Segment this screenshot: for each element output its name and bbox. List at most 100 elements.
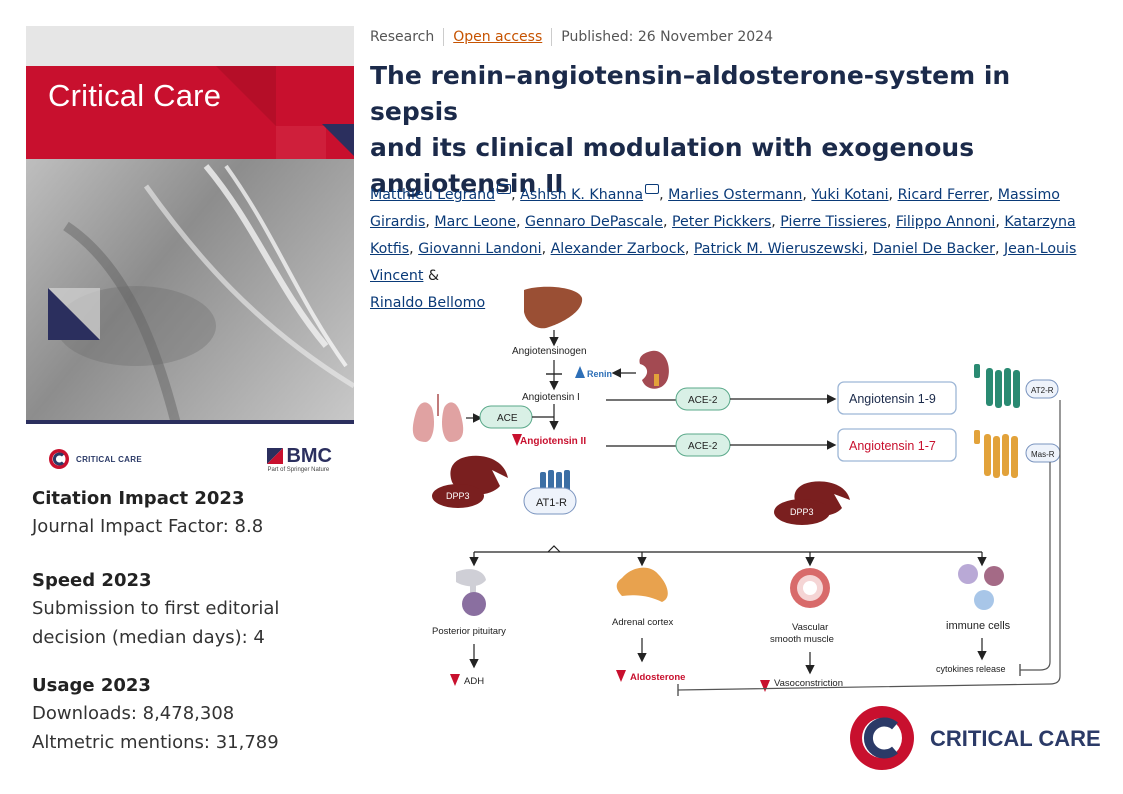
published-date: Published: 26 November 2024	[561, 29, 773, 45]
title-line: angiotensin II	[370, 169, 564, 198]
angiotensin-ii-marker-icon	[512, 434, 522, 446]
author-link[interactable]: Gennaro DePascale	[525, 214, 663, 230]
open-access-link[interactable]: Open access	[453, 29, 543, 45]
journal-logos: CRITICAL CARE BMC Part of Springer Natur…	[26, 446, 354, 480]
metric-value: Downloads: 8,478,308	[32, 703, 235, 724]
author-link[interactable]: Peter Pickkers	[671, 214, 772, 230]
graphical-abstract: Angiotensinogen Renin Angiotensin I ACE-…	[400, 282, 1110, 782]
aldosterone-marker-icon	[616, 670, 626, 682]
metric-value: Altmetric mentions: 31,789	[32, 732, 279, 753]
author-link[interactable]: Massimo Girardis	[370, 187, 1060, 230]
vascular-label-line1: Vascular	[792, 622, 828, 633]
cover-band-shapes	[216, 66, 354, 159]
author-link[interactable]: Katarzyna Kotfis	[370, 214, 1076, 257]
title-line: The renin–angiotensin–aldosterone-system…	[370, 61, 1011, 126]
kidney-icon	[639, 350, 669, 389]
immune-cells-icon	[958, 564, 1004, 610]
vasoconstriction-marker-icon	[760, 680, 770, 692]
at2r-label: AT2-R	[1031, 386, 1054, 395]
cytokines-label: cytokines release	[936, 664, 1006, 674]
author-link[interactable]: Marlies Ostermann	[668, 187, 803, 203]
adrenal-cortex-label: Adrenal cortex	[612, 617, 674, 628]
critical-care-logo-small[interactable]: CRITICAL CARE	[48, 448, 142, 470]
email-icon[interactable]	[645, 184, 660, 194]
metric-heading: Usage 2023	[32, 675, 151, 696]
aldosterone-label: Aldosterone	[630, 672, 685, 683]
cover-title: Critical Care	[48, 78, 222, 113]
ace2-top-label: ACE-2	[688, 395, 718, 406]
authors-ampersand: &	[427, 268, 440, 284]
bmc-logo-icon	[267, 448, 284, 464]
vascular-label-line2: smooth muscle	[770, 634, 834, 645]
article-meta: Research Open access Published: 26 Novem…	[370, 28, 773, 46]
at1r-pill	[523, 487, 577, 515]
metric-heading: Speed 2023	[32, 570, 152, 591]
meta-divider	[443, 28, 445, 46]
angiotensin-ii-label: Angiotensin II	[520, 436, 586, 447]
lungs-icon	[412, 394, 464, 442]
author-link[interactable]: Daniel De Backer	[872, 241, 995, 257]
critical-care-logo-large[interactable]: CRITICAL CARE	[850, 706, 1101, 770]
author-link[interactable]: Rinaldo Bellomo	[370, 295, 486, 311]
vasoconstriction-label: Vasoconstriction	[774, 678, 843, 689]
footer-logo-label: CRITICAL CARE	[930, 726, 1101, 751]
title-line: and its clinical modulation with exogeno…	[370, 133, 975, 162]
at1r-label: AT1-R	[536, 497, 567, 509]
masr-receptor-icon	[974, 430, 1018, 478]
email-icon[interactable]	[497, 184, 512, 194]
dpp3-right-icon	[774, 481, 850, 525]
pituitary-icon	[456, 569, 486, 616]
bmc-logo[interactable]: BMC Part of Springer Nature	[267, 446, 332, 473]
author-link[interactable]: Patrick M. Wieruszewski	[693, 241, 864, 257]
angiotensinogen-label: Angiotensinogen	[512, 346, 587, 357]
author-link[interactable]: Alexander Zarbock	[550, 241, 685, 257]
renin-marker-icon	[575, 366, 585, 378]
author-link[interactable]: Ashish K. Khanna	[520, 187, 644, 203]
adh-marker-icon	[450, 674, 460, 686]
article-type: Research	[370, 29, 435, 45]
renin-label: Renin	[587, 369, 612, 379]
angiotensin-1-9-box	[837, 381, 957, 415]
angiotensin-1-9-label: Angiotensin 1-9	[849, 392, 936, 406]
angiotensin-i-label: Angiotensin I	[522, 392, 580, 403]
cover-red-band	[26, 66, 354, 159]
author-link[interactable]: Filippo Annoni	[895, 214, 996, 230]
author-link[interactable]: Pierre Tissieres	[780, 214, 887, 230]
dpp3-right-label: DPP3	[790, 507, 814, 517]
metric-citation-impact: Citation Impact 2023 Journal Impact Fact…	[32, 486, 263, 541]
dpp3-left-label: DPP3	[446, 491, 470, 501]
vessel-icon	[790, 568, 830, 608]
cc-logo-label: CRITICAL CARE	[76, 454, 142, 464]
adrenal-icon	[616, 567, 668, 602]
author-link[interactable]: Yuki Kotani	[811, 187, 889, 203]
posterior-pituitary-label: Posterior pituitary	[432, 626, 506, 637]
metric-heading: Citation Impact 2023	[32, 488, 245, 509]
author-link[interactable]: Jean-Louis Vincent	[370, 241, 1077, 284]
metric-value: decision (median days): 4	[32, 627, 265, 648]
author-link[interactable]: Giovanni Landoni	[418, 241, 542, 257]
author-link[interactable]: Matthieu Legrand	[370, 187, 496, 203]
author-link[interactable]: Marc Leone	[434, 214, 516, 230]
metric-value: Submission to first editorial	[32, 598, 280, 619]
metric-value: Journal Impact Factor: 8.8	[32, 516, 264, 537]
masr-label: Mas-R	[1031, 450, 1055, 459]
metric-usage: Usage 2023 Downloads: 8,478,308 Altmetri…	[32, 673, 279, 757]
cover-bottom-bar	[26, 420, 354, 424]
immune-cells-label: immune cells	[946, 620, 1011, 632]
bmc-logo-word: BMC	[286, 445, 332, 467]
angiotensin-1-7-box	[837, 428, 957, 462]
article-title: The renin–angiotensin–aldosterone-system…	[370, 58, 1100, 202]
liver-icon	[524, 286, 583, 329]
angiotensin-1-7-label: Angiotensin 1-7	[849, 439, 936, 453]
ace2-bottom-label: ACE-2	[688, 441, 718, 452]
adh-label: ADH	[464, 676, 484, 687]
journal-cover[interactable]: Critical Care	[26, 26, 354, 424]
metric-speed: Speed 2023 Submission to first editorial…	[32, 568, 279, 652]
cc-logo-icon	[49, 449, 69, 469]
dpp3-left-icon	[432, 455, 508, 508]
bmc-logo-sub: Part of Springer Nature	[267, 467, 330, 473]
author-list: Matthieu Legrand, Ashish K. Khanna, Marl…	[370, 182, 1110, 317]
at2r-pill	[1025, 379, 1059, 399]
ace-label: ACE	[497, 413, 518, 424]
author-link[interactable]: Ricard Ferrer	[897, 187, 989, 203]
